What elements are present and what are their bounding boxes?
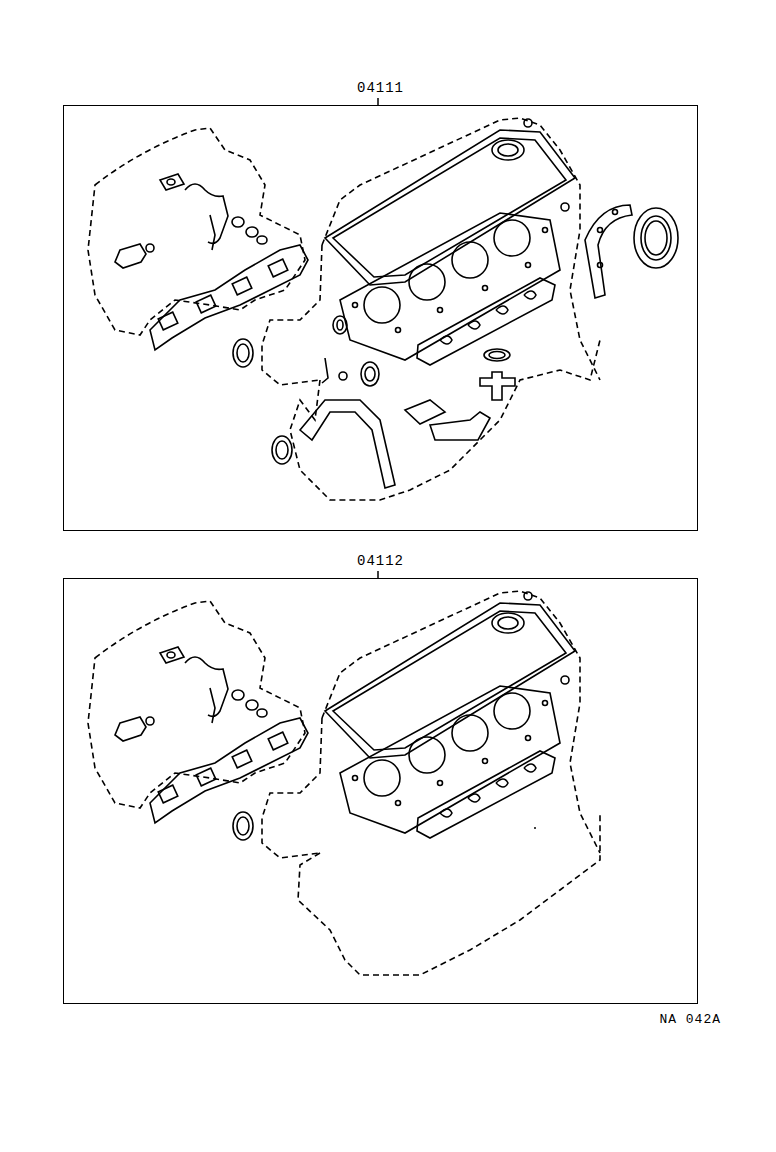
callout-frame: 04111 [63,80,698,531]
figure-code: NA 042A [659,1012,721,1027]
part-number: 04111 [355,80,406,96]
frame-border [63,105,698,531]
frame-border [63,578,698,1004]
part-number: 04112 [355,553,406,569]
callout-frame: 04112 [63,553,698,1004]
